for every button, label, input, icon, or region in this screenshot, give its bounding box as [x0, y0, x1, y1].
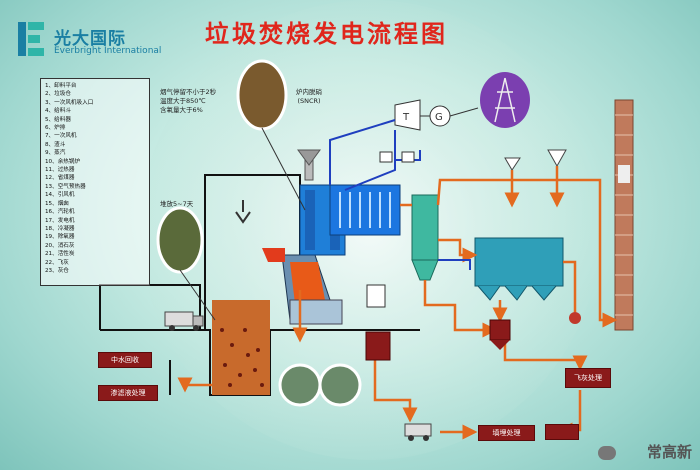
reagent-silos — [504, 149, 567, 171]
power-tower-icon — [480, 72, 530, 128]
legend-item: 14、引风机 — [45, 192, 75, 199]
ash-truck — [404, 423, 432, 441]
garbage-truck — [164, 311, 204, 331]
legend-item: 12、省煤器 — [45, 175, 75, 182]
landfill-box: 填埋处理 — [478, 425, 535, 441]
legend-item: 10、余热锅炉 — [45, 158, 81, 165]
legend-item: 11、过热器 — [45, 167, 75, 174]
legend-item: 7、一次风机 — [45, 133, 77, 140]
legend-item: 4、给料斗 — [45, 108, 71, 115]
slag-pit — [365, 284, 391, 361]
induced-fan — [569, 312, 581, 324]
legend-item: 20、消石灰 — [45, 242, 75, 249]
legend-item: 8、渣斗 — [45, 141, 66, 148]
chimney — [614, 99, 634, 331]
turbine-generator: T G — [379, 99, 451, 163]
furnace-note: 烟气停留不小于2秒 温度大于850℃ 含氧量大于6% — [160, 88, 217, 114]
legend-item: 5、给料器 — [45, 116, 71, 123]
legend-item: 19、除氧器 — [45, 234, 75, 241]
legend-item: 13、空气预热器 — [45, 183, 86, 190]
bag-filter — [474, 237, 564, 301]
garbage-pit — [212, 300, 270, 395]
sncr-note: 炉内脱硝 (SNCR) — [296, 88, 322, 105]
furnace-photo — [236, 59, 288, 131]
reaction-tower — [411, 194, 439, 281]
legend-item: 9、蒸汽 — [45, 150, 66, 157]
leachate-box: 渗滤液处理 — [98, 385, 158, 401]
equipment-photo-1 — [278, 363, 322, 407]
logo-english: Everbright International — [54, 46, 162, 56]
legend-item: 15、烟囱 — [45, 200, 69, 207]
steam-pipes — [329, 119, 396, 191]
legend-item: 2、垃圾仓 — [45, 91, 71, 98]
waste-heat-boiler — [297, 149, 401, 256]
legend-item: 21、活性炭 — [45, 251, 75, 258]
storage-photo — [156, 206, 204, 274]
svg-text:T: T — [402, 112, 410, 123]
equipment-photo-2 — [318, 363, 362, 407]
garbage-dots — [220, 328, 264, 387]
legend-item: 22、飞灰 — [45, 259, 69, 266]
svg-text:G: G — [435, 112, 443, 123]
page-title: 垃圾焚烧发电流程图 — [205, 20, 448, 48]
legend-item: 17、发电机 — [45, 217, 75, 224]
wechat-icon — [598, 446, 616, 460]
watermark: 常高新 — [646, 443, 692, 461]
legend-item: 3、一次风机吸入口 — [45, 99, 94, 106]
legend-item: 16、汽轮机 — [45, 209, 75, 216]
legend-item: 1、卸料平台 — [45, 83, 77, 89]
legend: 1、卸料平台 2、垃圾仓 3、一次风机吸入口 4、给料斗 5、给料器 6、炉排 … — [40, 78, 150, 286]
legend-item: 6、炉排 — [45, 125, 66, 132]
logo-mark-icon — [18, 22, 44, 56]
legend-item: 18、冷凝器 — [45, 225, 75, 232]
legend-item: 23、灰仓 — [45, 267, 69, 274]
storage-note: 堆放5~7天 — [160, 200, 194, 208]
bottom-right-box — [545, 424, 579, 440]
crane-grab — [235, 200, 251, 224]
flue-paths — [177, 166, 618, 440]
company-logo: 光大国际 Everbright International — [18, 22, 168, 62]
steam-return-line — [438, 259, 471, 270]
ash-silo — [489, 319, 511, 350]
logo-chinese: 光大国际 — [54, 29, 126, 49]
water-recycle-box: 中水回收 — [98, 352, 152, 368]
fly-ash-box: 飞灰处理 — [565, 368, 611, 388]
